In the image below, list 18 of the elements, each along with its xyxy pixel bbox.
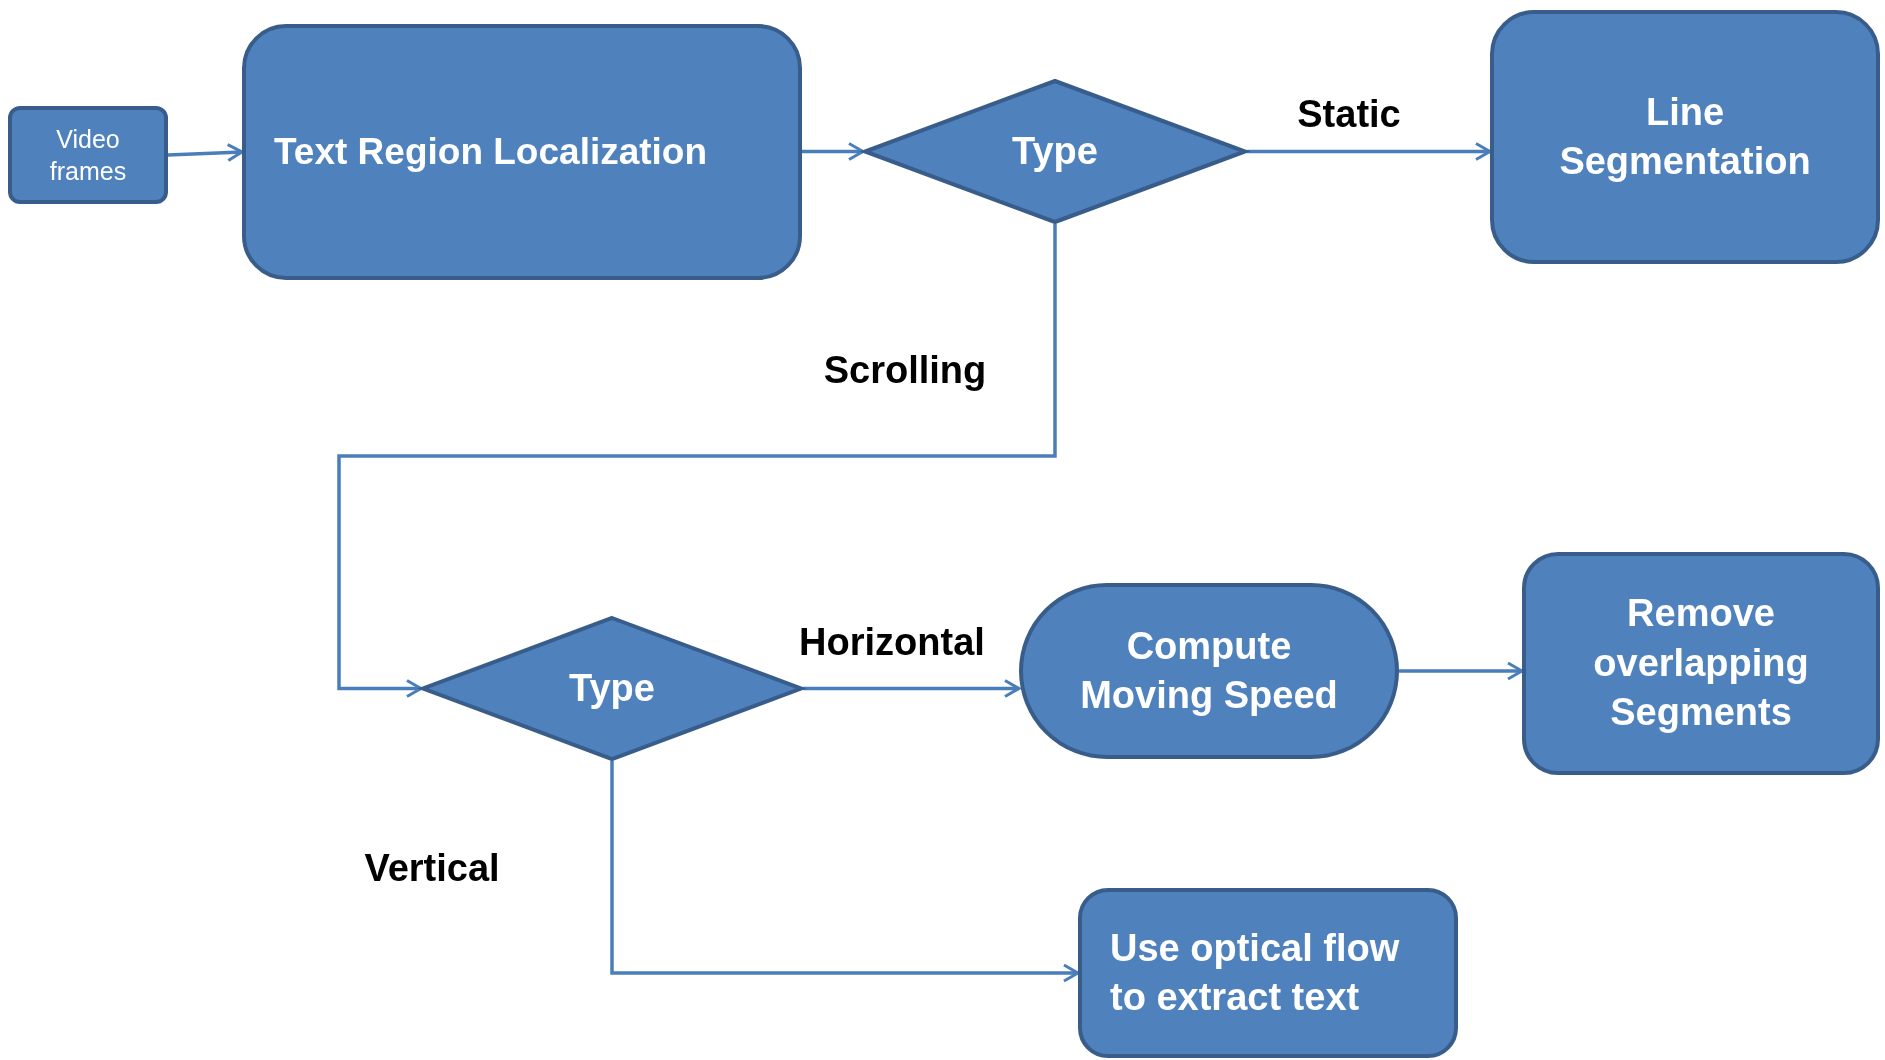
process-box (1078, 888, 1458, 1058)
process-box (8, 106, 168, 204)
arrow (610, 761, 1080, 983)
arrow (167, 143, 244, 163)
node-label: Use optical flow to extract text (1110, 925, 1401, 1020)
node-label: Compute Moving Speed (1079, 623, 1339, 718)
process-box (1490, 10, 1880, 264)
arrow (1247, 142, 1492, 161)
node-label: Remove overlapping Segments (1592, 591, 1810, 736)
process-box (242, 24, 802, 280)
arrow (1399, 661, 1524, 681)
process-box (1522, 552, 1880, 775)
node-label: Text Region Localization (274, 129, 708, 174)
arrow (803, 679, 1021, 698)
node-label: Video frames (48, 123, 128, 187)
node-label: Line Segmentation (1558, 89, 1812, 184)
arrow (802, 142, 865, 161)
arrow (337, 224, 1057, 698)
